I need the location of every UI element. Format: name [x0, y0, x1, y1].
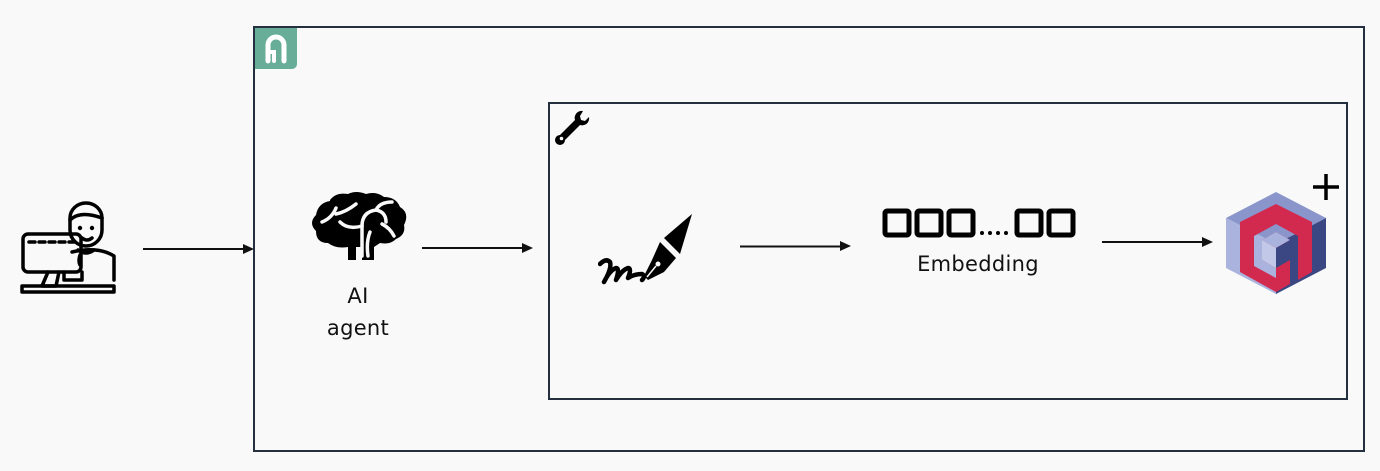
agent-label-line2: agent	[326, 316, 390, 340]
plus-icon	[1313, 174, 1339, 200]
embedding-node	[882, 208, 1076, 238]
add-badge	[1311, 172, 1341, 202]
tool-container	[548, 102, 1348, 400]
user-at-computer-icon	[20, 201, 116, 294]
text-node	[598, 206, 700, 288]
agent-label-line1: AI	[347, 284, 369, 308]
arrow-user-to-agent	[143, 242, 255, 256]
agent-label: AI agent	[308, 280, 408, 344]
tool-badge	[551, 106, 593, 148]
agent-node	[310, 192, 408, 260]
brain-icon	[312, 192, 407, 260]
vector-squares-icon	[882, 208, 1076, 238]
agent-platform-badge	[255, 28, 297, 69]
vectordb-node	[1226, 192, 1328, 294]
arrow-embedding-to-vectordb	[1102, 235, 1214, 249]
fountain-pen-signature-icon	[598, 214, 692, 285]
wrench-icon	[555, 110, 590, 145]
agent-platform-logo-icon	[265, 34, 287, 64]
agent-container	[253, 26, 1365, 452]
user-node	[20, 200, 118, 296]
arrow-agent-to-tool	[422, 241, 534, 255]
cube-logo-icon	[1226, 192, 1326, 294]
arrow-text-to-embedding	[740, 239, 852, 253]
embedding-label: Embedding	[917, 252, 1039, 276]
